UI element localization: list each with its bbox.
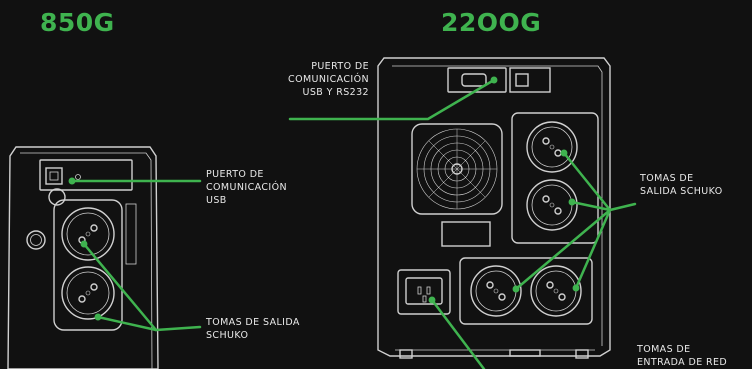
label-line: USB Y RS232 [302, 87, 369, 98]
label-big-outlets: TOMAS DE SALIDA SCHUKO [640, 172, 723, 198]
label-line: PUERTO DE [311, 61, 369, 72]
label-line: TOMAS DE [640, 173, 694, 184]
label-small-outlets: TOMAS DE SALIDA SCHUKO [206, 316, 300, 342]
ups-850g-unit [7, 146, 159, 369]
label-line: ENTRADA DE RED [637, 357, 728, 368]
label-big-input: TOMAS DE ENTRADA DE RED [637, 343, 727, 369]
title-2200g: 22OOG [441, 8, 542, 37]
leader-small-outlet-1 [154, 325, 202, 332]
label-line: SALIDA SCHUKO [640, 186, 723, 197]
label-line: TOMAS DE SALIDA [206, 317, 300, 328]
label-small-comm-port: PUERTO DE COMUNICACIÓN USB [206, 168, 287, 207]
label-line: TOMAS DE [637, 344, 691, 355]
title-850g: 850G [40, 8, 115, 37]
label-line: USB [206, 195, 227, 206]
marker-small-comm [68, 177, 76, 185]
label-big-comm-port: PUERTO DE COMUNICACIÓN USB Y RS232 [250, 60, 369, 99]
ups-2200g-unit [377, 57, 611, 359]
leader-big-input [430, 298, 486, 369]
label-line: COMUNICACIÓN [206, 182, 287, 193]
label-line: COMUNICACIÓN [288, 74, 369, 85]
leader-big-outlets [608, 202, 637, 212]
leader-big-comm [288, 78, 496, 121]
label-line: PUERTO DE [206, 169, 264, 180]
label-line: SCHUKO [206, 330, 249, 341]
